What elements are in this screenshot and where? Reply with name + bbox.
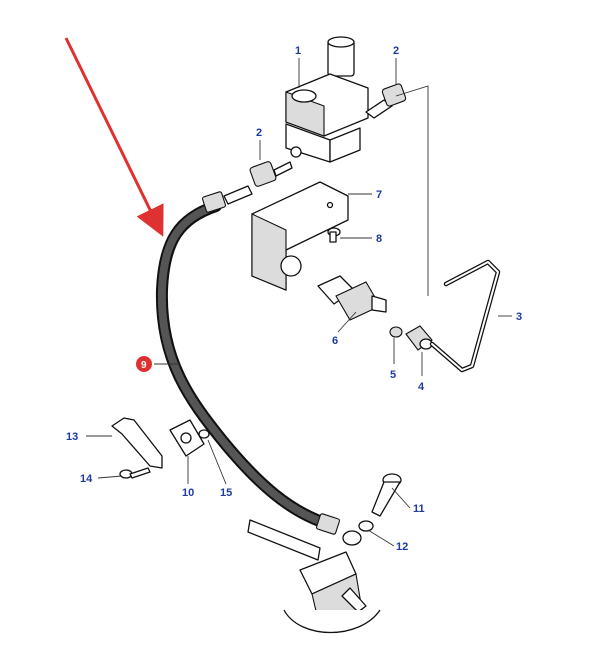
braided-hose [155, 185, 362, 546]
callout-6: 6 [332, 335, 338, 347]
clamp-nut [198, 429, 210, 439]
routing-line [395, 85, 429, 296]
olive-ring [389, 326, 403, 338]
steel-pipe [429, 259, 501, 373]
callout-8: 8 [376, 233, 382, 245]
callout-10: 10 [182, 487, 194, 499]
callout-9-badge: 9 [136, 356, 152, 372]
bracket-screw [119, 467, 151, 479]
fitting-left [249, 161, 293, 187]
sealing-washer [358, 520, 374, 532]
callout-2-left: 2 [256, 127, 262, 139]
leader-lines [86, 58, 512, 547]
callout-5: 5 [390, 369, 396, 381]
union-nut [405, 325, 433, 351]
highlight-arrow [64, 37, 164, 237]
hose-clamp [169, 419, 205, 457]
screw [327, 227, 341, 243]
fitting-upper [365, 83, 407, 119]
support-bracket [111, 417, 163, 469]
banjo-bolt [371, 473, 402, 517]
callout-2-upper: 2 [393, 45, 399, 57]
callout-7: 7 [376, 189, 382, 201]
callout-4: 4 [418, 381, 425, 393]
callout-14: 14 [80, 473, 93, 485]
callouts: 1 2 2 3 4 5 6 7 8 9 10 11 12 13 14 15 [66, 45, 522, 553]
lower-manifold [247, 519, 381, 634]
callout-15: 15 [220, 487, 232, 499]
mounting-bracket [251, 181, 349, 291]
callout-9: 9 [141, 360, 147, 371]
callout-1: 1 [295, 45, 301, 57]
callout-3: 3 [516, 311, 522, 323]
callout-11: 11 [413, 503, 425, 515]
pressure-switch [317, 275, 387, 321]
solenoid-valve [285, 36, 369, 163]
callout-12: 12 [396, 541, 408, 553]
callout-13: 13 [66, 431, 78, 443]
